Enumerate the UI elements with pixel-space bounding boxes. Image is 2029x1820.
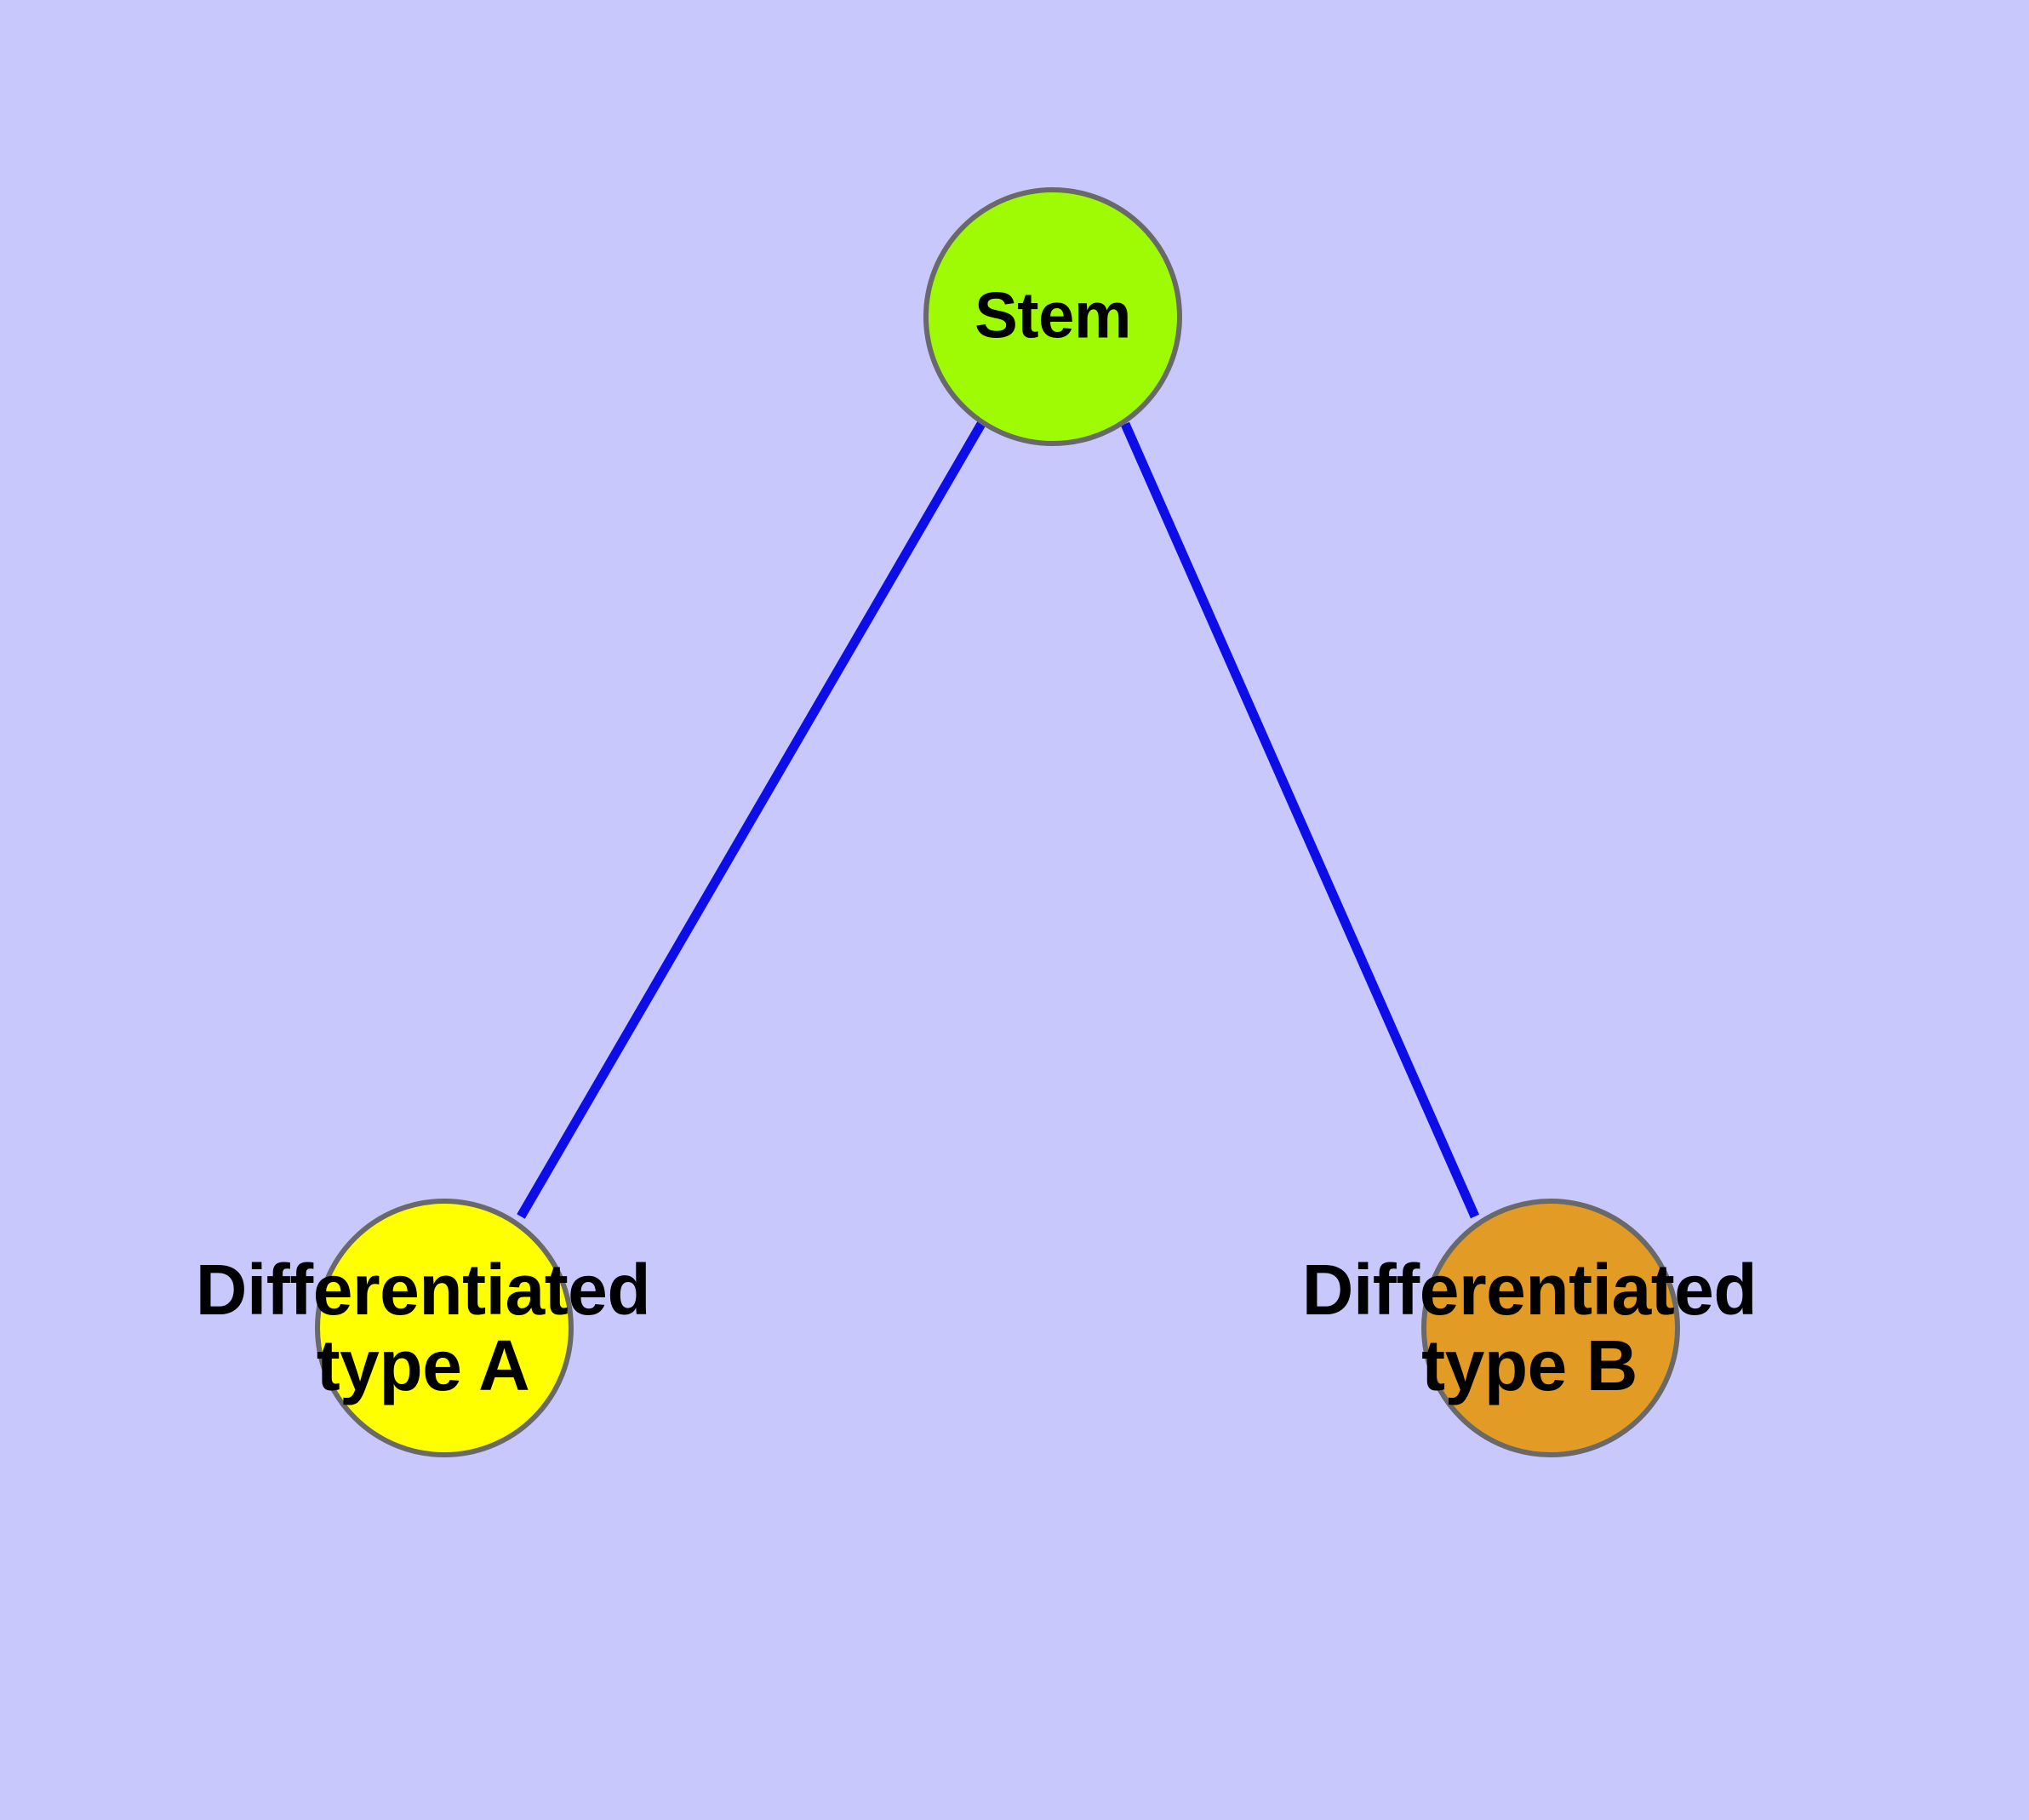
node-layer <box>315 187 1680 1457</box>
node-differentiated-type-a[interactable] <box>315 1199 574 1457</box>
edge-stem-to-diff-a[interactable] <box>517 421 986 1219</box>
edge-stem-to-diff-b[interactable] <box>1120 421 1480 1219</box>
edge-layer <box>517 421 1480 1219</box>
node-differentiated-type-b[interactable] <box>1421 1199 1680 1457</box>
node-stem[interactable] <box>923 187 1182 446</box>
